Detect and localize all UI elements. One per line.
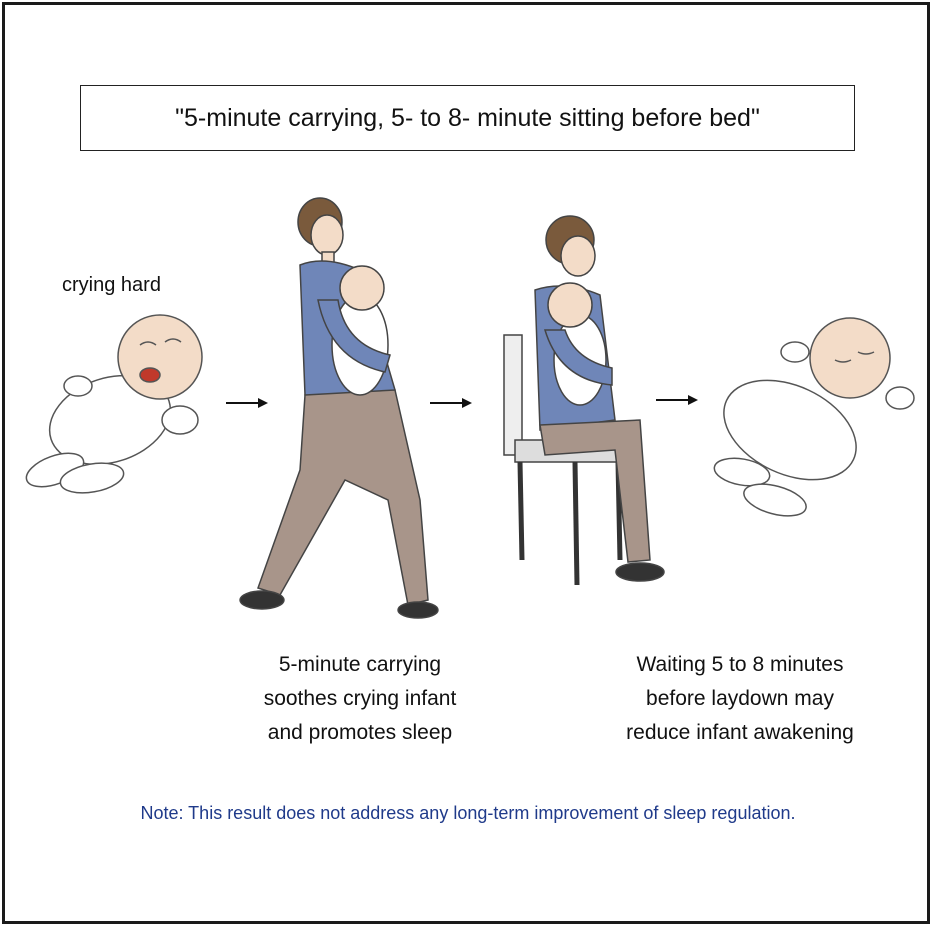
sitting-adult-illustration <box>504 216 664 585</box>
arrow-icon <box>656 395 698 405</box>
sleeping-infant-illustration <box>708 318 914 522</box>
arrow-icon <box>430 398 472 408</box>
carrying-adult-illustration <box>240 198 438 618</box>
caption-line: reduce infant awakening <box>590 716 890 750</box>
crying-hard-label: crying hard <box>62 274 161 297</box>
caption-line: 5-minute carrying <box>225 648 495 682</box>
crying-infant-illustration <box>22 315 202 497</box>
caption-line: before laydown may <box>590 682 890 716</box>
waiting-caption: Waiting 5 to 8 minutes before laydown ma… <box>590 648 890 750</box>
caption-line: and promotes sleep <box>225 716 495 750</box>
arrow-icon <box>226 398 268 408</box>
carrying-caption: 5-minute carrying soothes crying infant … <box>225 648 495 750</box>
caption-line: soothes crying infant <box>225 682 495 716</box>
caption-line: Waiting 5 to 8 minutes <box>590 648 890 682</box>
footnote: Note: This result does not address any l… <box>0 803 936 824</box>
